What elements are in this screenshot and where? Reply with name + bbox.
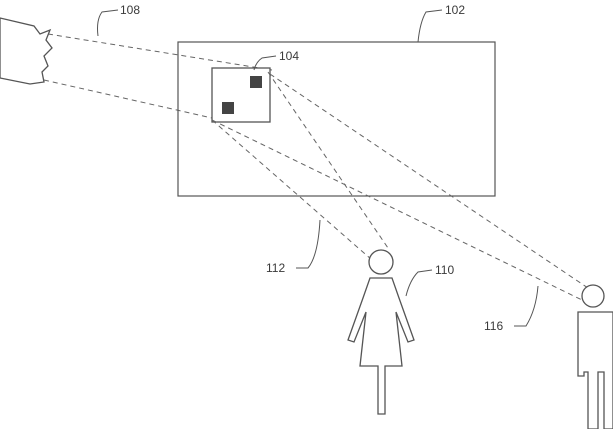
display-surface bbox=[177, 41, 496, 197]
leader-116 bbox=[514, 285, 539, 327]
leader-102 bbox=[417, 9, 443, 43]
label-110: 110 bbox=[435, 263, 454, 277]
projection-beam-upper bbox=[47, 33, 273, 71]
leader-108 bbox=[97, 9, 119, 37]
content-marker-upper bbox=[250, 76, 262, 88]
viewer-two-sightline-upper bbox=[269, 73, 589, 289]
projection-beam-lower bbox=[43, 79, 213, 119]
label-108: 108 bbox=[120, 3, 140, 17]
label-104: 104 bbox=[279, 49, 299, 63]
label-102: 102 bbox=[445, 3, 465, 17]
leader-110 bbox=[405, 269, 433, 297]
label-112: 112 bbox=[266, 261, 285, 275]
content-marker-lower bbox=[222, 102, 234, 114]
projector-icon bbox=[0, 17, 53, 85]
male-figure-icon bbox=[577, 284, 613, 429]
leader-112 bbox=[296, 219, 321, 269]
label-116: 116 bbox=[484, 319, 503, 333]
viewer-one-sightline-left bbox=[211, 119, 373, 261]
female-figure-icon bbox=[347, 249, 415, 415]
viewer-two-sightline-lower bbox=[211, 119, 583, 301]
leader-104 bbox=[253, 55, 277, 71]
